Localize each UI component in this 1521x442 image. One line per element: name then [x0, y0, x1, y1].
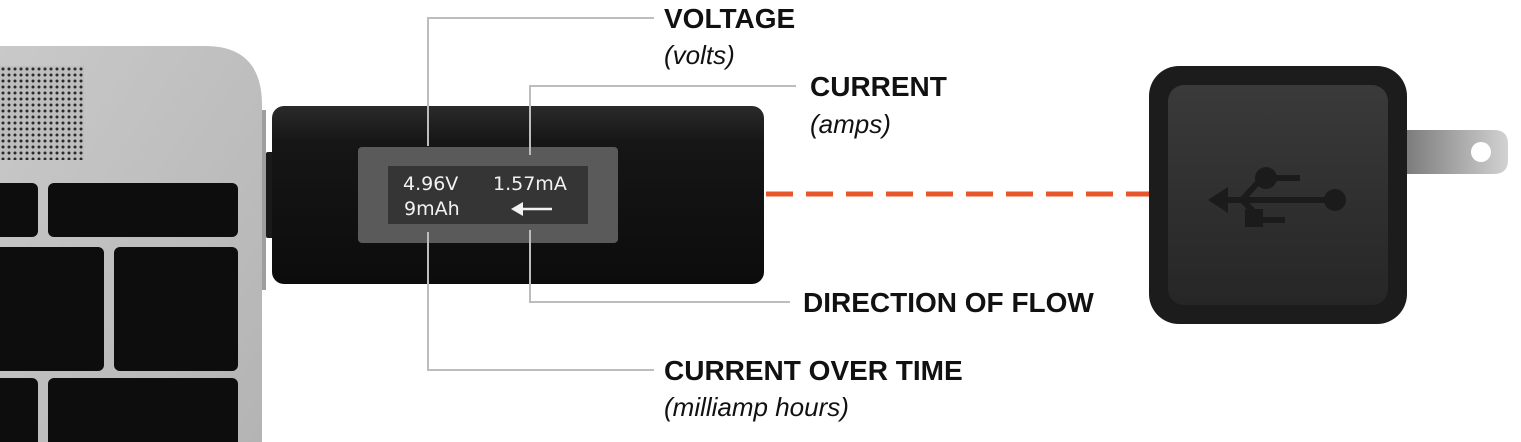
current-unit-label: (amps) [810, 109, 891, 139]
leader-lines [427, 17, 796, 371]
charger-prong [1404, 130, 1508, 174]
capacity-leader [427, 232, 654, 371]
capacity-label: CURRENT OVER TIME [664, 355, 963, 386]
voltage-label: VOLTAGE [664, 3, 796, 34]
keyboard-key [48, 183, 238, 237]
usb-charger [1149, 66, 1508, 324]
direction-label: DIRECTION OF FLOW [803, 287, 1094, 318]
capacity-unit-label: (milliamp hours) [664, 392, 849, 422]
current-reading: 1.57mA [493, 173, 567, 195]
laptop [0, 46, 266, 442]
usb-meter: 4.96V 1.57mA 9mAh [266, 106, 764, 284]
keyboard-key [114, 247, 238, 371]
voltage-reading: 4.96V [403, 173, 458, 195]
prong-hole [1471, 142, 1491, 162]
voltage-unit-label: (volts) [664, 40, 735, 70]
arrow-left-icon [511, 202, 552, 216]
current-label: CURRENT [810, 71, 947, 102]
keyboard-key [0, 378, 38, 442]
usb-icon [1208, 167, 1346, 227]
meter-screen [388, 166, 588, 224]
direction-leader [529, 230, 790, 303]
charger-face [1168, 85, 1388, 305]
current-leader [529, 85, 796, 155]
voltage-leader [427, 17, 654, 146]
capacity-reading: 9mAh [404, 198, 460, 220]
laptop-edge [262, 110, 266, 290]
keyboard-key [0, 183, 38, 237]
keyboard-key [48, 378, 238, 442]
speaker-grill [0, 66, 84, 160]
keyboard-key [0, 247, 104, 371]
keyboard-keys [0, 183, 238, 442]
